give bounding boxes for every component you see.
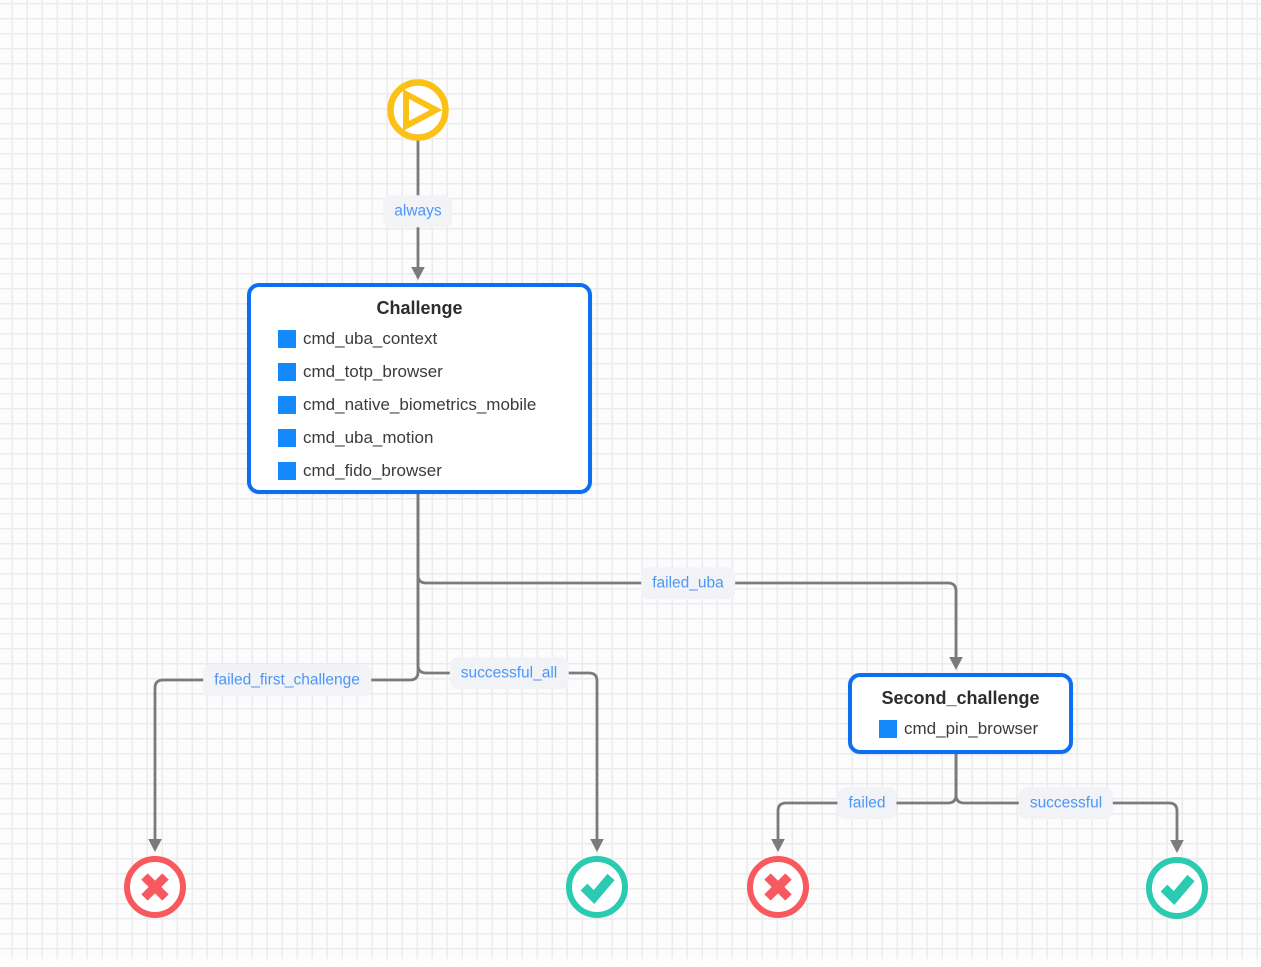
arrowhead [590, 839, 604, 852]
command-label: cmd_fido_browser [303, 460, 442, 480]
command-square-icon [879, 719, 897, 738]
command-item[interactable]: cmd_native_biometrics_mobile [265, 388, 574, 421]
end-node-failed-first-challenge[interactable] [123, 855, 187, 919]
success-circle-icon [566, 856, 628, 918]
node-second-challenge-title: Second_challenge [881, 688, 1040, 708]
command-square-icon [278, 461, 296, 480]
end-node-successful-all[interactable] [565, 855, 629, 919]
command-square-icon [278, 329, 296, 348]
node-second-challenge[interactable]: Second_challenge cmd_pin_browser [848, 673, 1073, 754]
fail-circle-icon [124, 856, 186, 918]
command-item[interactable]: cmd_pin_browser [866, 712, 1055, 745]
command-item[interactable]: cmd_fido_browser [265, 454, 574, 487]
arrowhead [949, 657, 963, 670]
play-circle-icon [387, 79, 449, 141]
edge-label-failed-first-challenge[interactable]: failed_first_challenge [203, 664, 371, 696]
edge-label-always[interactable]: always [383, 195, 453, 227]
arrowhead [1170, 840, 1184, 853]
node-challenge-title: Challenge [376, 298, 463, 318]
command-label: cmd_native_biometrics_mobile [303, 394, 537, 414]
end-node-successful-second-challenge[interactable] [1145, 856, 1209, 920]
command-square-icon [278, 428, 296, 447]
edge-label-successful-all[interactable]: successful_all [449, 657, 569, 689]
success-circle-icon [1146, 857, 1208, 919]
command-item[interactable]: cmd_uba_context [265, 322, 574, 355]
command-item[interactable]: cmd_uba_motion [265, 421, 574, 454]
start-node[interactable] [386, 78, 450, 142]
command-label: cmd_totp_browser [303, 361, 443, 381]
command-item[interactable]: cmd_totp_browser [265, 355, 574, 388]
edge-label-failed-uba[interactable]: failed_uba [641, 567, 735, 599]
command-label: cmd_uba_context [303, 328, 438, 348]
arrowhead [411, 267, 425, 280]
arrowhead [771, 839, 785, 852]
fail-circle-icon [747, 856, 809, 918]
command-label: cmd_pin_browser [904, 718, 1039, 738]
command-square-icon [278, 395, 296, 414]
end-node-failed-second-challenge[interactable] [746, 855, 810, 919]
node-challenge[interactable]: Challenge cmd_uba_context cmd_totp_brows… [247, 283, 592, 494]
command-square-icon [278, 362, 296, 381]
arrowhead [148, 839, 162, 852]
command-label: cmd_uba_motion [303, 427, 434, 447]
edge-label-failed[interactable]: failed [837, 787, 897, 819]
edge-label-successful[interactable]: successful [1018, 787, 1114, 819]
